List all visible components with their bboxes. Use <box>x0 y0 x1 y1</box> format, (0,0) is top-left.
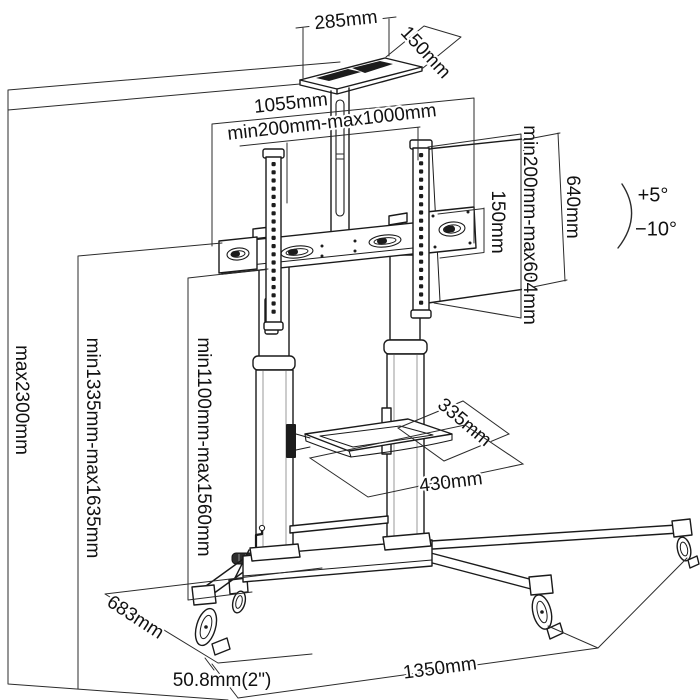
tilt-indicator: +5° −10° <box>617 182 679 249</box>
label-shelf-width: 285mm <box>313 7 378 35</box>
label-panel-height: 640mm <box>562 175 583 238</box>
label-shelf-depth: 150mm <box>396 22 455 83</box>
dim-column-height-range: min1335mm-max1635mm <box>77 242 223 690</box>
top-camera-shelf <box>299 57 423 95</box>
right-vesa-rail <box>409 139 433 319</box>
av-tray <box>286 407 453 458</box>
right-rail-holes <box>419 153 424 305</box>
label-tilt-down: −10° <box>635 218 677 240</box>
dim-screen-height-range: min1100mm-max1560mm <box>187 268 269 601</box>
label-base-depth: 683mm <box>103 592 168 644</box>
label-caster-size: 50.8mm(2") <box>173 670 272 691</box>
label-base-width: 1350mm <box>402 653 478 683</box>
label-tilt-up: +5° <box>638 184 669 206</box>
label-bracket-height: 150mm <box>487 190 508 253</box>
label-mount-height-range: min200mm-max604mm <box>519 125 540 325</box>
label-tray-width: 430mm <box>418 468 483 497</box>
dim-panel-height: 640mm <box>522 132 585 288</box>
dim-max-overall-height: max2300mm <box>7 61 341 700</box>
label-screen-height-range: min1100mm-max1560mm <box>193 337 214 556</box>
camera-shelf-pole <box>330 87 350 233</box>
dim-caster-size: 50.8mm(2") <box>171 657 273 693</box>
dim-bracket-height: 150mm <box>437 188 510 259</box>
cross-brace <box>289 515 389 534</box>
left-rail-holes <box>271 162 276 314</box>
dim-mount-height-range: min200mm-max604mm <box>427 123 542 327</box>
label-column-height-range: min1335mm-max1635mm <box>82 338 103 559</box>
label-max-overall-height: max2300mm <box>11 345 32 455</box>
left-vesa-rail <box>262 148 285 331</box>
